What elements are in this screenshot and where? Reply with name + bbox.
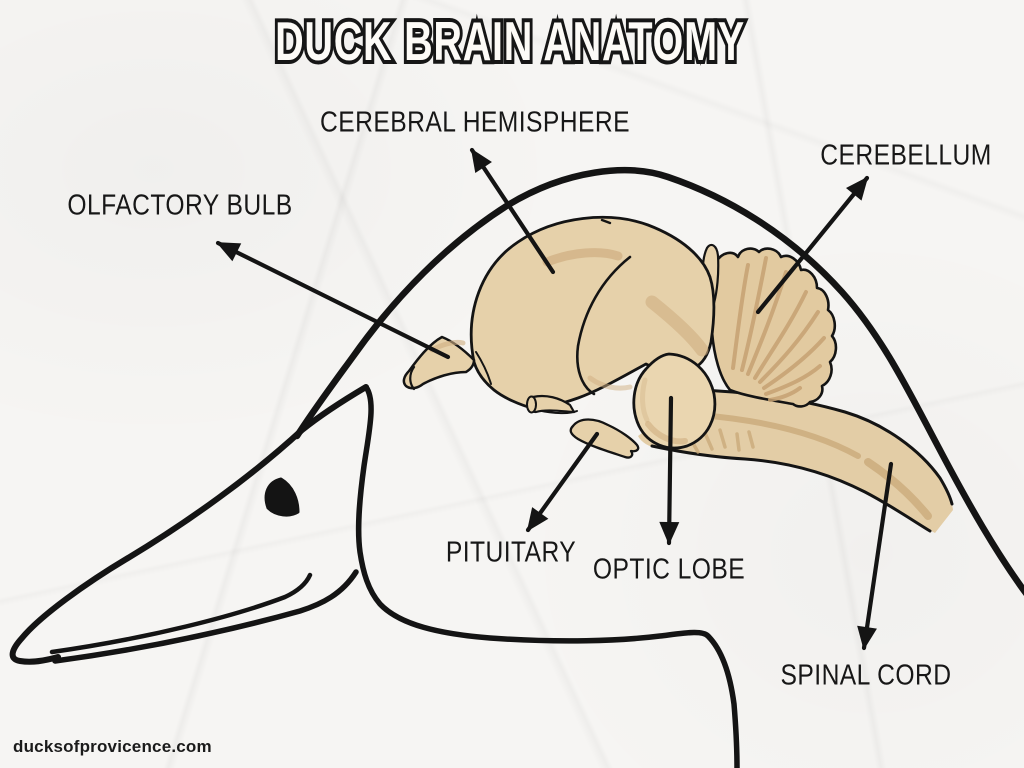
head-crown-line xyxy=(293,167,1024,597)
label-cerebellum: CEREBELLUM xyxy=(820,139,992,172)
beak-top-line xyxy=(9,384,369,665)
watermark-text: ducksofprovicence.com xyxy=(13,737,212,756)
beak-mouth-line xyxy=(49,572,313,655)
cerebrum-shading xyxy=(542,248,709,391)
cerebellum-arrow xyxy=(755,175,870,315)
beak-base-chin-line xyxy=(355,384,740,768)
optic-lobe-shape xyxy=(632,352,717,450)
label-cerebral-hemisphere: CEREBRAL HEMISPHERE xyxy=(320,106,630,139)
pituitary-arrow xyxy=(525,431,600,533)
optic-lobe-arrow xyxy=(659,395,680,546)
page-title: DUCK BRAIN ANATOMY xyxy=(272,6,747,76)
label-pituitary: PITUITARY xyxy=(445,536,577,569)
olfactory-bulb-arrow xyxy=(215,240,451,360)
label-spinal-cord: SPINAL CORD xyxy=(780,659,952,692)
pituitary-shape xyxy=(569,418,640,459)
label-optic-lobe: OPTIC LOBE xyxy=(592,553,746,586)
spinal-cord-arrow xyxy=(857,461,894,651)
duck-head-outline xyxy=(9,167,1024,768)
label-arrows xyxy=(215,147,894,651)
olfactory-bulb-shape xyxy=(402,335,476,391)
nostril-shape xyxy=(264,477,300,517)
label-olfactory-bulb: OLFACTORY BULB xyxy=(67,189,293,222)
beak-lower-jaw-line xyxy=(52,569,359,664)
brain-illustration xyxy=(402,216,954,533)
spinal-cord-shape xyxy=(638,388,954,533)
cerebral-hemisphere-arrow xyxy=(469,147,556,275)
cerebellum-shape xyxy=(707,247,838,408)
infundibulum-shape xyxy=(526,394,576,414)
